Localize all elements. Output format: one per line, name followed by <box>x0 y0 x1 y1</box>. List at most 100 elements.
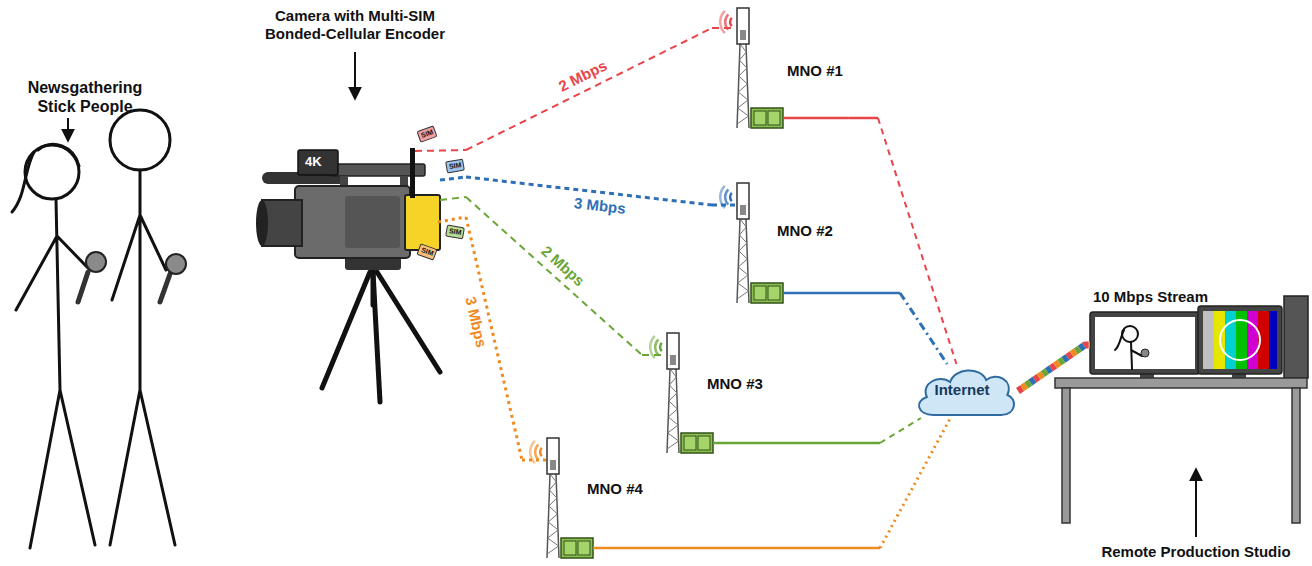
viewfinder <box>298 150 338 175</box>
mic-handle <box>160 274 170 302</box>
connector-solid <box>772 442 880 445</box>
connector-solid <box>652 547 880 550</box>
monitor <box>1090 312 1200 374</box>
group-label: Newsgathering Stick People <box>10 78 160 116</box>
studio-node: 10 Mbps StreamRemote Production Studio <box>1085 288 1312 565</box>
mast-leg <box>547 474 550 558</box>
tripod <box>322 265 440 402</box>
connector-solid <box>849 117 878 120</box>
bonded-encoder <box>405 195 440 250</box>
antenna-panel <box>737 8 749 44</box>
antenna <box>410 148 415 198</box>
connector-dashed <box>900 293 947 364</box>
cell-tower-node: MNO #3 <box>642 330 772 457</box>
cabinet-door <box>578 541 590 555</box>
antenna-mount <box>740 205 746 215</box>
color-bar <box>1269 311 1277 369</box>
pointer-arrow <box>354 52 356 98</box>
antenna-mount <box>740 30 746 40</box>
signal-arc <box>730 193 732 201</box>
signal-arc <box>725 189 728 204</box>
connector-dashed <box>466 197 642 355</box>
sim-card: SIM <box>445 158 465 173</box>
connector <box>415 28 736 151</box>
cabinet-door <box>754 286 766 300</box>
connector-dashed <box>466 28 712 150</box>
signal-arc <box>655 339 658 354</box>
antenna-panel <box>547 438 559 474</box>
internet-cloud: Internet <box>912 364 1018 418</box>
test-card-circle <box>1220 320 1260 360</box>
node-label: MNO #2 <box>777 222 833 240</box>
camera-node: Camera with Multi-SIM Bonded-Cellular En… <box>250 5 466 315</box>
desk-leg <box>1292 388 1300 523</box>
striped-stream <box>1018 345 1090 391</box>
tripod-leg <box>377 272 440 372</box>
screen-figure <box>1115 326 1142 369</box>
antenna-panel <box>667 333 679 369</box>
monitor-screen <box>1095 317 1195 369</box>
node-label: MNO #3 <box>707 375 763 393</box>
cell-tower-node: MNO #4 <box>522 435 652 562</box>
sim-card: SIM <box>445 224 465 239</box>
node-label: MNO #4 <box>587 480 643 498</box>
screen-figure-head <box>1122 326 1138 342</box>
connector <box>713 418 921 443</box>
cabinet-door <box>564 541 576 555</box>
mast-leg <box>737 219 740 303</box>
color-bar <box>1203 311 1214 369</box>
cabinet-door <box>684 436 696 450</box>
cell-tower <box>530 438 593 558</box>
mast-lattice <box>737 219 749 299</box>
tripod-column <box>371 265 376 305</box>
mast-leg <box>737 44 740 128</box>
connector <box>783 293 947 364</box>
tripod-leg <box>322 272 370 388</box>
equipment-cabinet <box>751 283 783 303</box>
signal-arc <box>720 11 725 33</box>
cell-tower-node: MNO #1 <box>712 5 849 132</box>
test-card <box>1203 311 1277 369</box>
connector-lead <box>522 459 546 462</box>
connector-lead <box>713 442 772 445</box>
equipment-cabinet <box>751 108 783 128</box>
equipment-cabinet <box>681 433 713 453</box>
cabinet-door <box>768 111 780 125</box>
equipment-cabinet <box>561 538 593 558</box>
pointer-arrow <box>67 118 69 140</box>
antenna-panel <box>737 183 749 219</box>
node-label: 10 Mbps Stream <box>1093 288 1208 306</box>
connector-lead <box>712 27 736 29</box>
camera-side-panel <box>345 196 400 248</box>
microphone <box>166 254 186 274</box>
color-bar <box>1247 311 1258 369</box>
striped-stream <box>1018 345 1090 391</box>
sim-card: SIM <box>417 125 438 143</box>
monitor <box>1198 306 1282 374</box>
connector-lead <box>593 547 652 550</box>
connector-lead <box>783 117 849 120</box>
cell-tower-node: MNO #2 <box>712 180 842 307</box>
camera-badge: 4K <box>305 154 322 170</box>
cell-tower <box>720 8 783 128</box>
striped-stream <box>1018 345 1090 391</box>
connector-dashed <box>878 118 956 364</box>
connector-lead <box>783 292 842 295</box>
signal-arc <box>535 444 538 459</box>
mast-lattice <box>547 474 559 554</box>
node-label: MNO #1 <box>787 62 843 80</box>
cabinet-door <box>754 111 766 125</box>
node-label: Camera with Multi-SIM Bonded-Cellular En… <box>250 7 460 43</box>
man-body <box>110 170 175 545</box>
connector-lead <box>440 177 466 180</box>
connector-lead <box>438 217 466 222</box>
antenna-mount <box>670 355 676 365</box>
screen-figure-mic <box>1141 349 1149 357</box>
connector-dashed <box>880 418 921 443</box>
connector-solid <box>842 292 900 295</box>
lens-front <box>256 200 268 246</box>
desk-top <box>1055 378 1307 388</box>
signal-arc <box>540 448 542 456</box>
pc-tower <box>1284 296 1308 378</box>
